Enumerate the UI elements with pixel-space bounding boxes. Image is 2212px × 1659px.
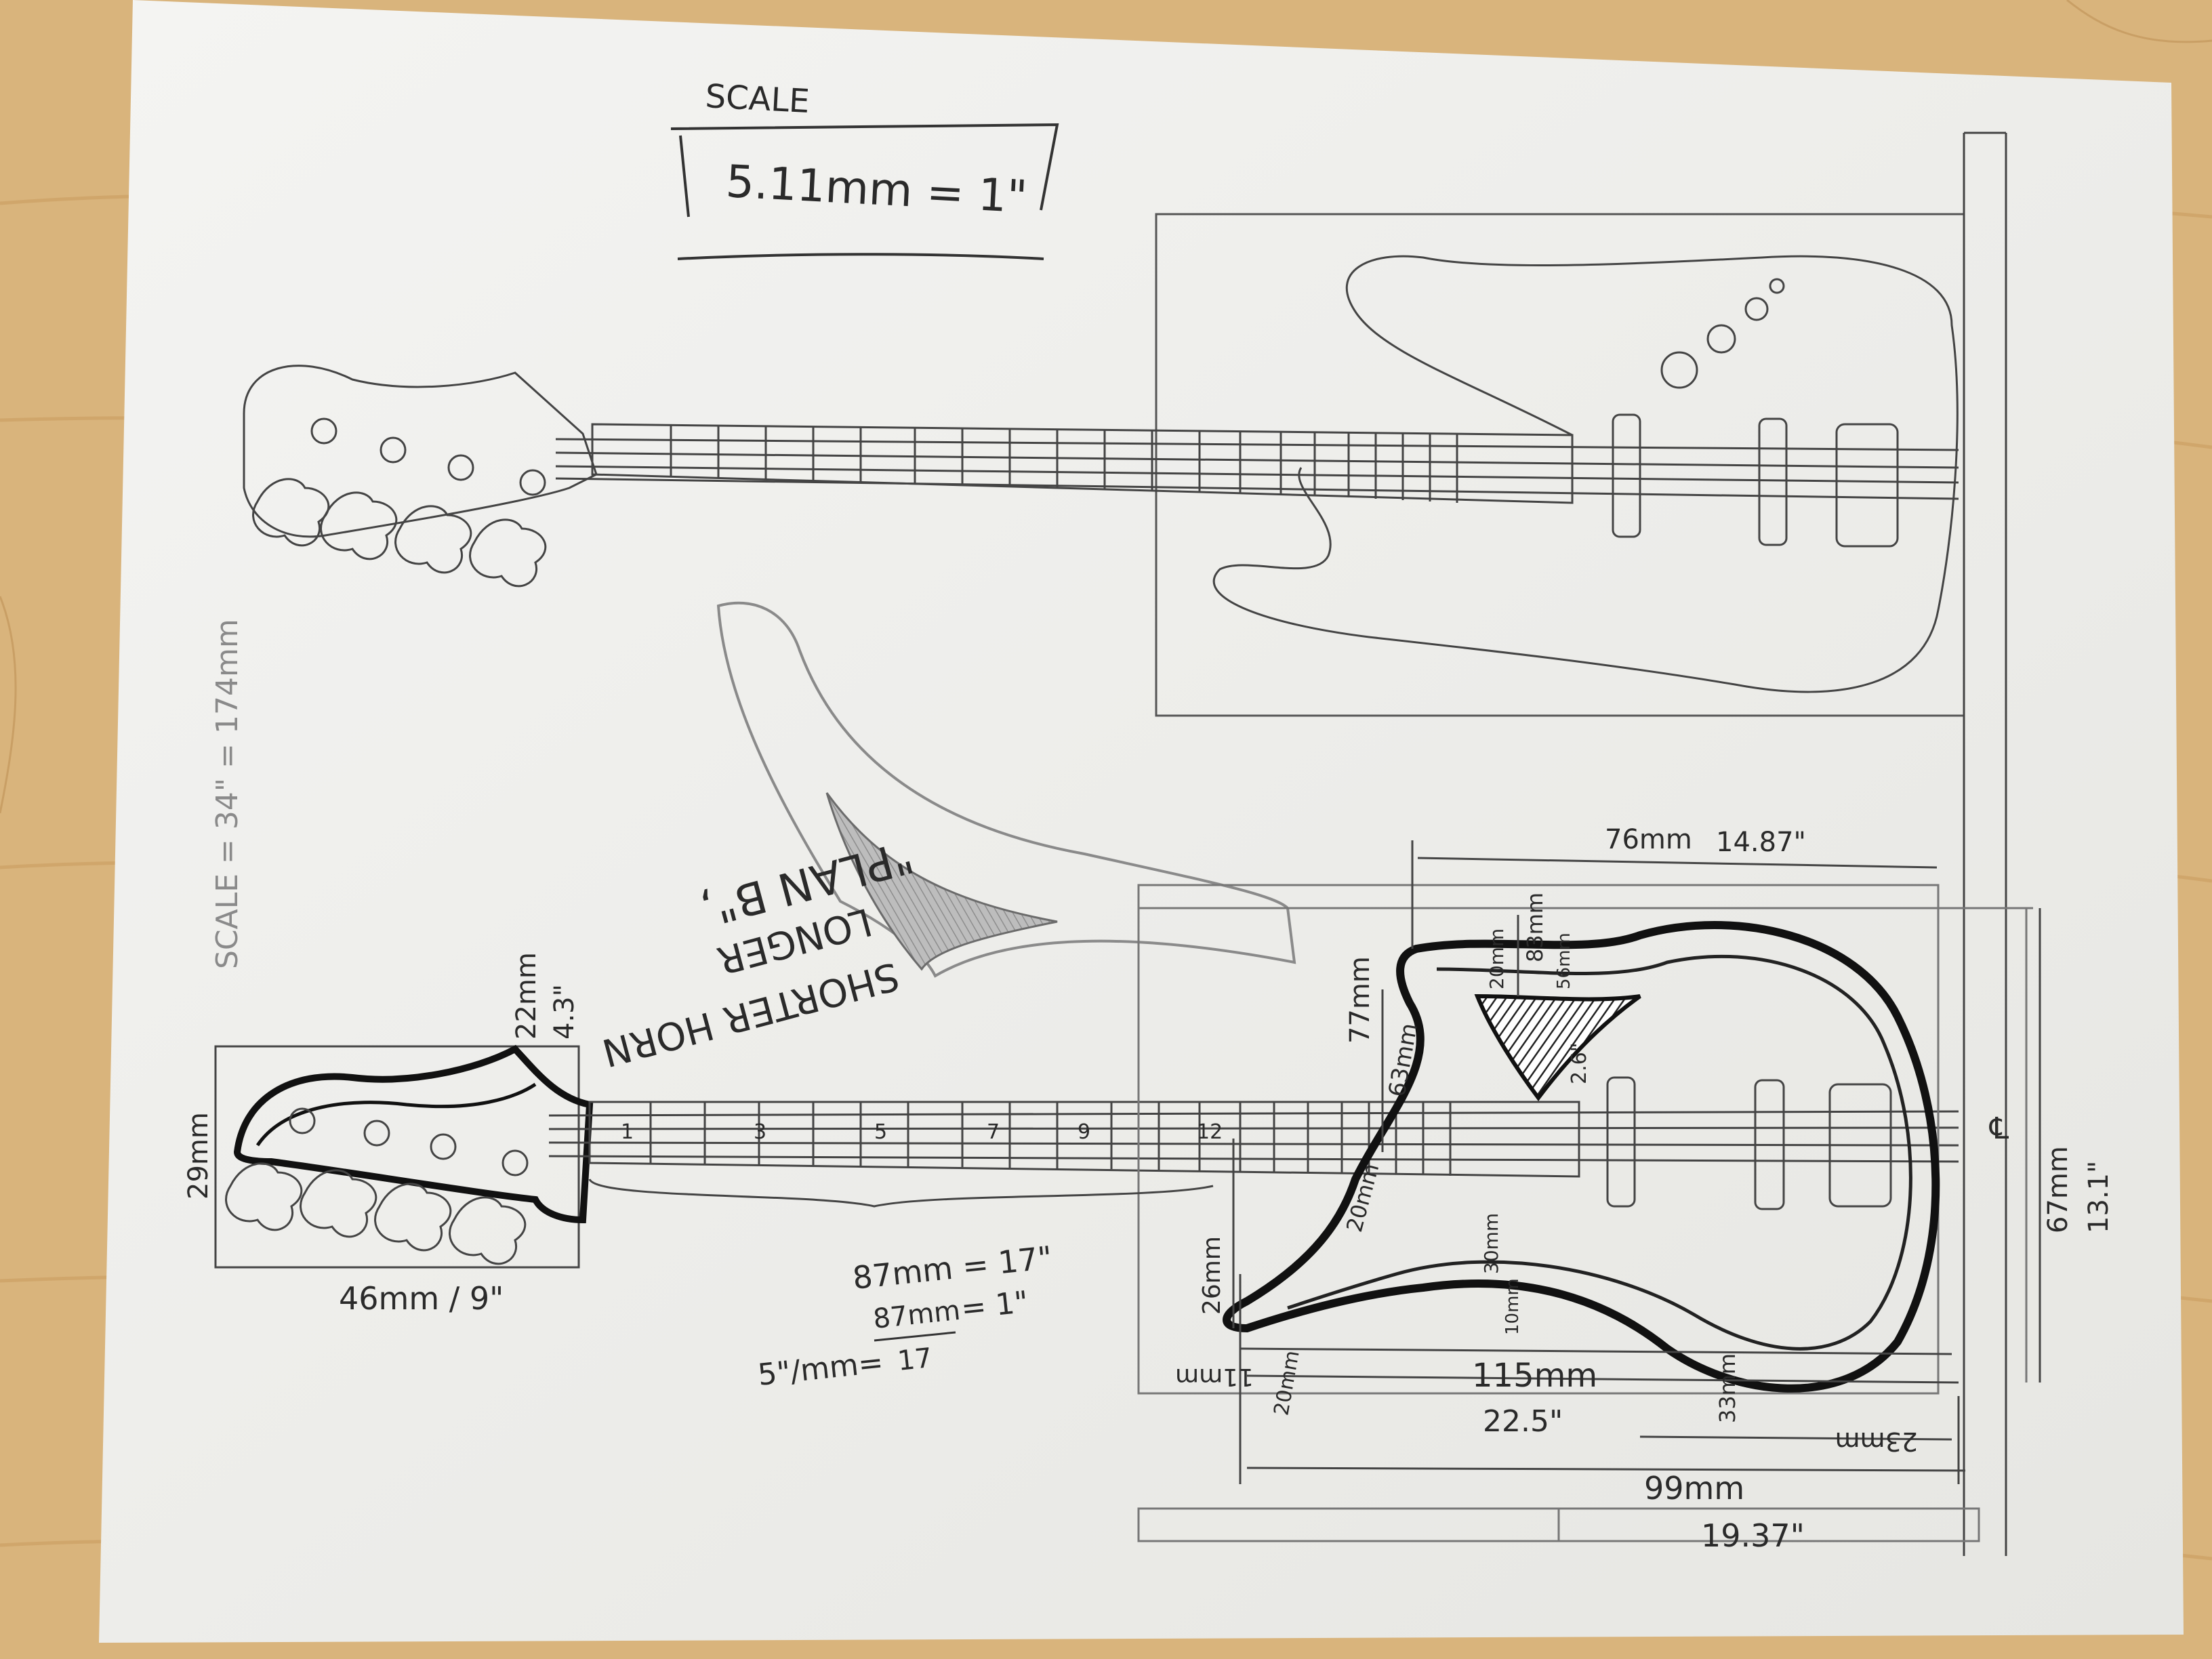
lower-30-dim: 30mm xyxy=(1480,1213,1502,1274)
body-side-view xyxy=(716,601,1296,978)
neck-calc-result: = 1" xyxy=(960,1285,1030,1326)
horn-83-dim: 83mm xyxy=(1522,893,1548,962)
horn-56-dim: 56mm xyxy=(1554,933,1574,989)
body-top-width-in: 14.87" xyxy=(1716,827,1806,858)
fret-markers: 1 3 5 7 9 12 xyxy=(621,1120,1223,1144)
harp-body-outline xyxy=(1223,921,1940,1393)
headstock-top-mm: 22mm xyxy=(511,952,542,1040)
left-11-dim: 11mm xyxy=(1175,1363,1254,1391)
headstock-dimensions: 22mm 4.3" 29mm 46mm / 9" xyxy=(183,952,580,1317)
dimension-lines xyxy=(1232,840,2041,1484)
lower-26-dim: 26mm xyxy=(1198,1236,1226,1315)
fret-mark-1: 1 xyxy=(621,1120,634,1144)
fret-mark-9: 9 xyxy=(1078,1120,1090,1144)
side-scale-note: SCALE = 34" = 174mm xyxy=(210,619,245,969)
tuner-keys-bottom xyxy=(225,1162,527,1265)
body-height-in: 13.1" xyxy=(2083,1161,2114,1233)
neck-calc-denominator: 17 xyxy=(896,1343,933,1377)
body-height-mm: 67mm xyxy=(2043,1146,2074,1233)
body-top-width-mm: 76mm xyxy=(1605,824,1692,855)
mid-2-6-dim: 2.6" xyxy=(1568,1042,1591,1084)
horn-height-dim: 77mm xyxy=(1345,956,1376,1044)
body-width-mm: 115mm xyxy=(1472,1357,1597,1395)
scale-title: SCALE xyxy=(704,77,811,121)
lower-10-dim: 10mm xyxy=(1502,1278,1523,1335)
headstock-bottom-dim: 46mm / 9" xyxy=(339,1280,504,1317)
horn-20-dim: 20mm xyxy=(1486,928,1508,989)
standard-bass-drawing xyxy=(243,131,2007,1556)
scale-box: SCALE 5.11mm = 1" xyxy=(670,77,1059,260)
total-width-in: 19.37" xyxy=(1701,1517,1805,1554)
fret-mark-5: 5 xyxy=(874,1120,887,1144)
paper-sheet xyxy=(99,0,2184,1643)
centerline-mark: ℄ xyxy=(1989,1111,2009,1146)
headstock-top-in: 4.3" xyxy=(549,984,580,1040)
right-33-dim: 33mm xyxy=(1715,1353,1740,1423)
fret-mark-3: 3 xyxy=(754,1120,766,1144)
right-23-dim: 23mm xyxy=(1835,1427,1918,1456)
harp-bass-drawing xyxy=(214,840,2041,1542)
body-width-in: 22.5" xyxy=(1483,1404,1563,1439)
total-width-mm: 99mm xyxy=(1644,1470,1744,1507)
body-dimensions: 76mm 14.87" 77mm 63mm 20mm 83mm 56mm 2.6… xyxy=(1175,824,2114,1554)
headstock-left-dim: 29mm xyxy=(183,1112,214,1200)
tuner-keys-top xyxy=(252,478,547,588)
fret-mark-7: 7 xyxy=(987,1120,1000,1144)
fret-mark-12: 12 xyxy=(1197,1120,1223,1144)
